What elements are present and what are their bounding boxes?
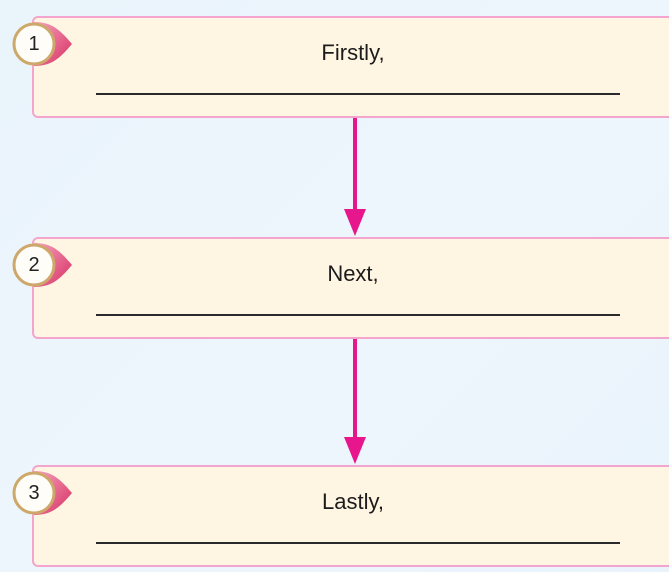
step-number-1: 1: [28, 33, 40, 55]
step-number-3: 3: [28, 482, 40, 504]
answer-blank-line-2[interactable]: [96, 314, 620, 316]
down-arrow-icon-1: [343, 118, 367, 237]
step-number-badge-icon-3: 3: [12, 469, 74, 517]
step-label-2: Next,: [327, 261, 379, 286]
step-box-3: Lastly,: [32, 465, 669, 567]
answer-blank-line-1[interactable]: [96, 93, 620, 95]
step-label-3: Lastly,: [322, 489, 384, 514]
step-box-1: Firstly,: [32, 16, 669, 118]
step-number-badge-icon-2: 2: [12, 241, 74, 289]
step-label-1: Firstly,: [321, 40, 385, 65]
step-box-2: Next,: [32, 237, 669, 339]
down-arrow-icon-2: [343, 339, 367, 465]
answer-blank-line-3[interactable]: [96, 542, 620, 544]
step-number-2: 2: [28, 254, 40, 276]
step-number-badge-icon-1: 1: [12, 20, 74, 68]
